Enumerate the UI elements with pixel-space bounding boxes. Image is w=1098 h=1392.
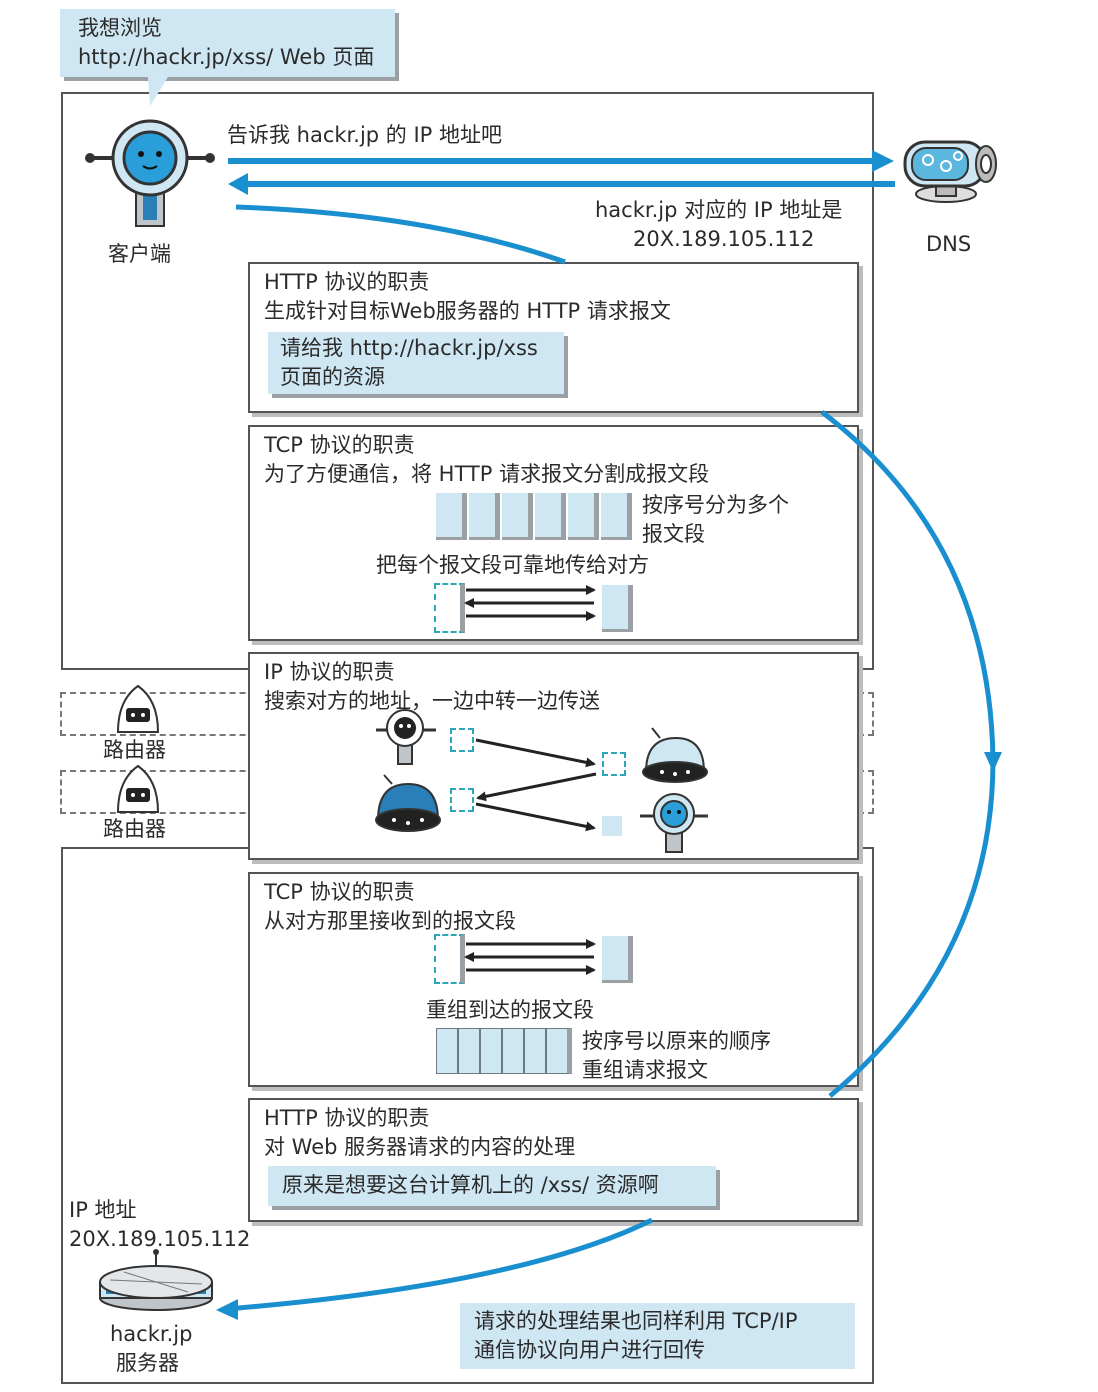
tcp-server-panel: TCP 协议的职责 从对方那里接收到的报文段 重组到达的报文段 按序号以原来的顺… [248, 872, 859, 1087]
client-label: 客户端 [108, 242, 171, 266]
reassembled-segment-1 [436, 1028, 458, 1074]
ip-panel: IP 协议的职责 搜索对方的地址，一边中转一边传送 [248, 652, 859, 860]
segment-dashed-sender [434, 583, 465, 633]
dns-query-text: 告诉我 hackr.jp 的 IP 地址吧 [227, 123, 502, 147]
server-name-line-2: 服务器 [116, 1351, 179, 1375]
ip-title: IP 协议的职责 [264, 660, 395, 684]
segment-5 [568, 493, 599, 540]
http-request-line-1: 请给我 http://hackr.jp/xss [280, 336, 538, 360]
callout-line-1: 我想浏览 [78, 16, 162, 40]
server-ip-value: 20X.189.105.112 [69, 1227, 251, 1251]
segment-4 [535, 493, 566, 540]
router-label-1: 路由器 [103, 738, 166, 762]
segment-3 [502, 493, 533, 540]
response-note-line-2: 通信协议向用户进行回传 [474, 1338, 705, 1362]
segment-receiver [602, 585, 633, 632]
reassembled-segment-2 [458, 1028, 480, 1074]
dns-query-arrowhead [872, 150, 894, 172]
tcp-server-desc: 从对方那里接收到的报文段 [264, 909, 516, 933]
tcp-send-desc: 把每个报文段可靠地传给对方 [376, 553, 649, 577]
dns-answer-line-1: hackr.jp 对应的 IP 地址是 [595, 198, 843, 222]
segment-dashed-arrived [434, 934, 465, 984]
packet-1 [450, 728, 474, 752]
http-client-title: HTTP 协议的职责 [264, 270, 430, 294]
tcp-client-desc: 为了方便通信，将 HTTP 请求报文分割成报文段 [264, 462, 710, 486]
reassembled-segment-4 [502, 1028, 524, 1074]
packet-4 [602, 816, 622, 836]
http-server-note: 原来是想要这台计算机上的 /xss/ 资源啊 [282, 1173, 659, 1197]
http-server-title: HTTP 协议的职责 [264, 1106, 430, 1130]
reassembled-segment-3 [480, 1028, 502, 1074]
server-name-line-1: hackr.jp [110, 1322, 193, 1346]
response-note-line-1: 请求的处理结果也同样利用 TCP/IP [474, 1309, 798, 1333]
http-server-note-box: 原来是想要这台计算机上的 /xss/ 资源啊 [268, 1166, 716, 1206]
segment-1 [436, 493, 467, 540]
reassembled-segment-5 [524, 1028, 546, 1074]
http-request-box: 请给我 http://hackr.jp/xss 页面的资源 [268, 332, 564, 394]
server-ip-label: IP 地址 [69, 1198, 137, 1222]
packet-2 [602, 752, 626, 776]
segment-6 [601, 493, 632, 540]
segment-2 [469, 493, 500, 540]
tcp-client-panel: TCP 协议的职责 为了方便通信，将 HTTP 请求报文分割成报文段 按序号分为… [248, 425, 859, 641]
tcp-split-line-1: 按序号分为多个 [642, 493, 789, 517]
http-server-desc: 对 Web 服务器请求的内容的处理 [264, 1135, 576, 1159]
flow-curve-arrowhead [984, 752, 1002, 772]
http-client-panel: HTTP 协议的职责 生成针对目标Web服务器的 HTTP 请求报文 请给我 h… [248, 262, 859, 413]
http-request-line-2: 页面的资源 [280, 365, 385, 389]
tcp-server-title: TCP 协议的职责 [264, 880, 415, 904]
router-label-2: 路由器 [103, 817, 166, 841]
tcp-reassemble: 重组到达的报文段 [426, 998, 594, 1022]
http-client-desc: 生成针对目标Web服务器的 HTTP 请求报文 [264, 299, 671, 323]
tcp-split-line-2: 报文段 [642, 522, 705, 546]
tcp-order-line-1: 按序号以原来的顺序 [582, 1029, 771, 1053]
segment-arrived [602, 936, 633, 983]
dns-answer-line-2: 20X.189.105.112 [633, 227, 815, 251]
tcp-client-title: TCP 协议的职责 [264, 433, 415, 457]
dns-server-icon [903, 140, 997, 203]
callout-line-2: http://hackr.jp/xss/ Web 页面 [78, 45, 375, 69]
tcp-order-line-2: 重组请求报文 [582, 1058, 708, 1082]
ip-desc: 搜索对方的地址，一边中转一边传送 [264, 689, 600, 713]
callout-box: 我想浏览 http://hackr.jp/xss/ Web 页面 [60, 9, 395, 77]
response-note-box: 请求的处理结果也同样利用 TCP/IP 通信协议向用户进行回传 [460, 1303, 855, 1369]
packet-3 [450, 788, 474, 812]
dns-label: DNS [926, 232, 972, 256]
http-server-panel: HTTP 协议的职责 对 Web 服务器请求的内容的处理 原来是想要这台计算机上… [248, 1098, 859, 1222]
reassembled-segment-6 [546, 1028, 572, 1074]
